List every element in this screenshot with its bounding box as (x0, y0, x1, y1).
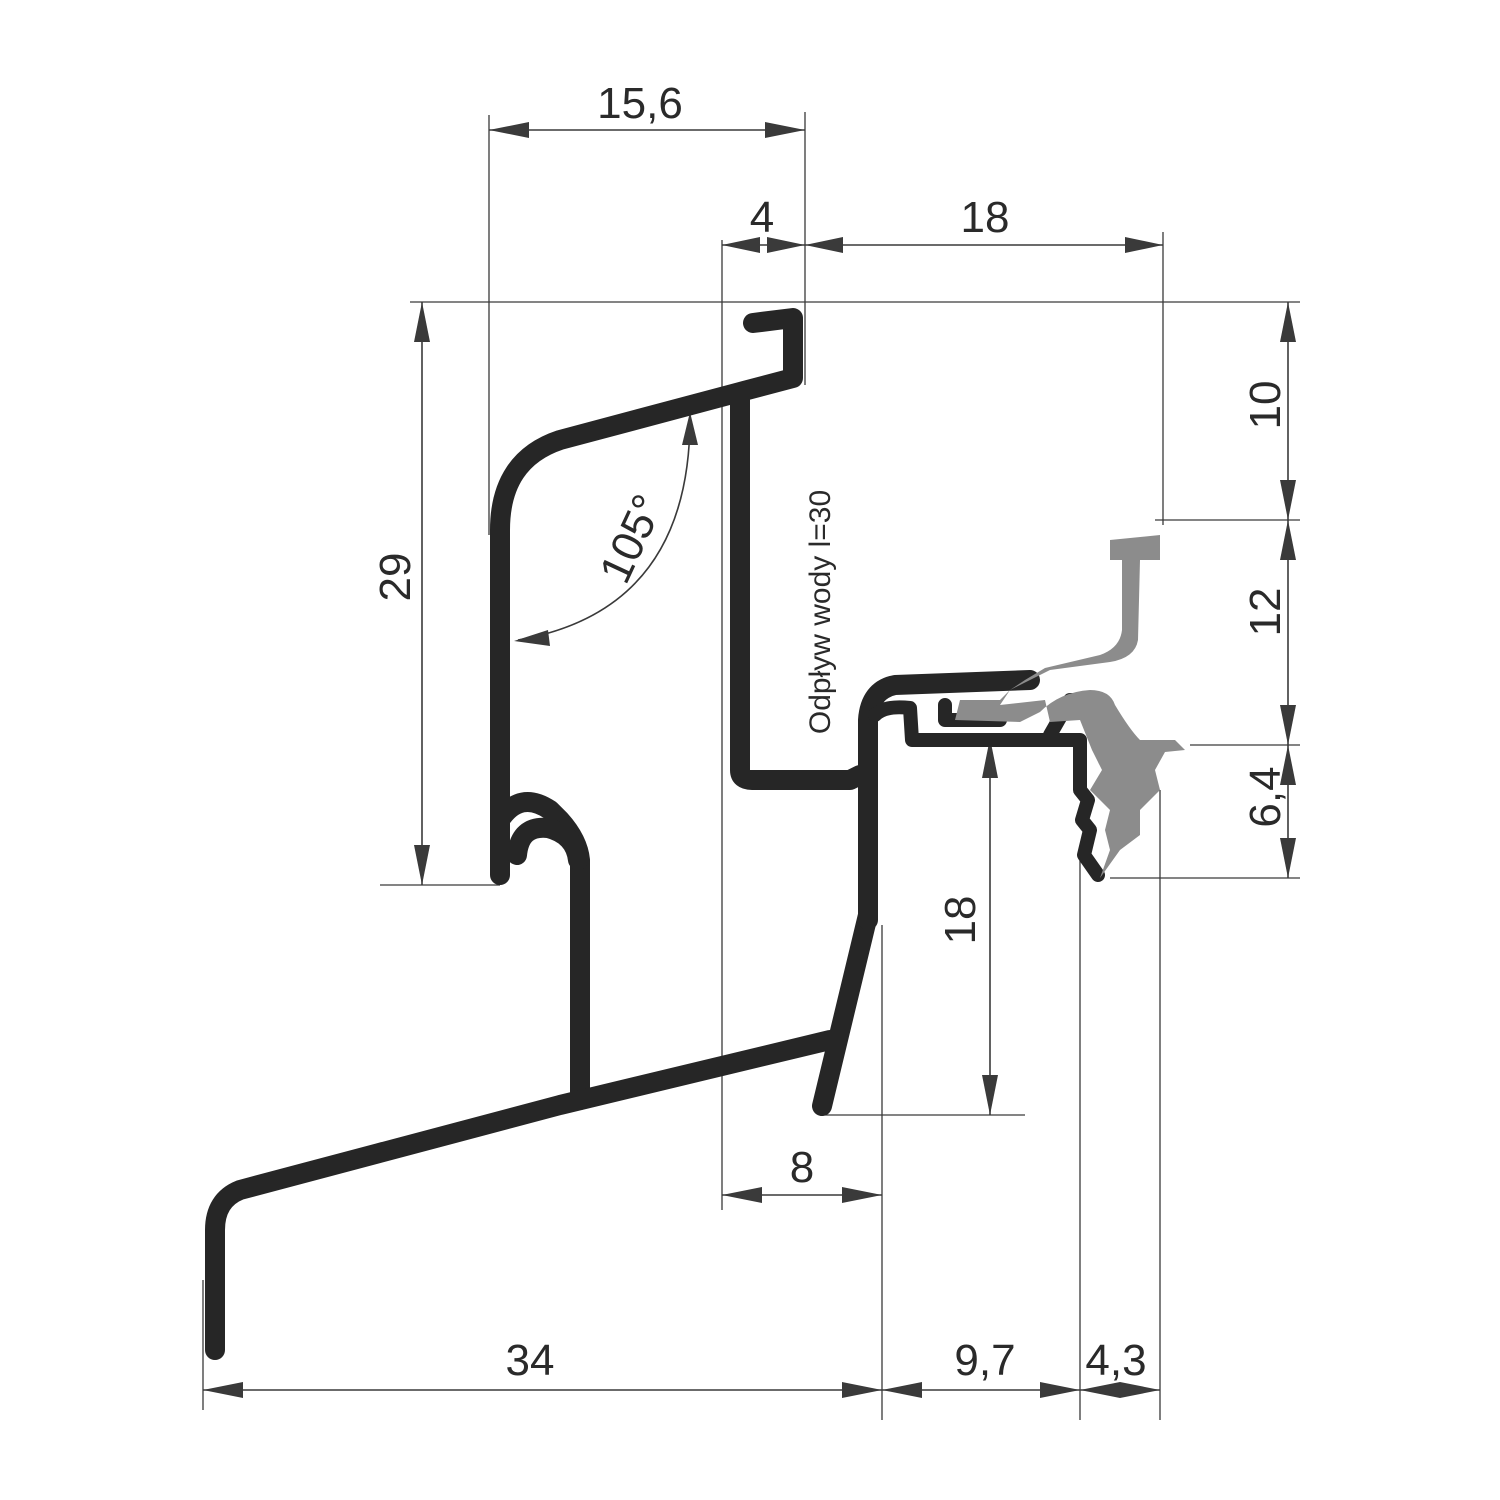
aluminium-profile (205, 308, 1117, 1360)
arrow-head (203, 1382, 243, 1398)
arrow-head (842, 1187, 882, 1203)
dimension-labels: 15,6 4 18 10 12 6,4 29 18 8 34 9,7 4,3 1… (371, 79, 1290, 1385)
profile-inner-wall (730, 385, 870, 790)
arrow-head (722, 237, 760, 253)
arrow-head (767, 237, 805, 253)
label-bottom-left: 34 (506, 1336, 555, 1385)
arrow-head (805, 237, 843, 253)
profile-drip (812, 905, 878, 1116)
arrow-head (722, 1187, 762, 1203)
arrow-head (982, 1075, 998, 1115)
arrow-head (982, 738, 998, 778)
profile-upright (858, 670, 1040, 930)
label-right-bottom: 6,4 (1241, 766, 1290, 827)
arrow-head (1280, 838, 1296, 878)
profile-channel (868, 700, 1105, 882)
arrow-head (1125, 237, 1163, 253)
label-top-offset: 18 (961, 193, 1010, 242)
arrow-head (1120, 1382, 1160, 1398)
arrow-head (514, 630, 550, 646)
profile-groove (507, 817, 588, 870)
water-drain-note: Odpływ wody l=30 (804, 490, 837, 734)
label-angle: 105° (590, 487, 673, 590)
label-right-mid: 12 (1241, 588, 1290, 637)
label-right-top: 10 (1241, 381, 1290, 430)
arrow-head (489, 122, 529, 138)
label-top-width: 15,6 (597, 79, 683, 128)
arrow-head (1040, 1382, 1080, 1398)
arrow-head (1080, 1382, 1120, 1398)
label-bottom-right: 4,3 (1085, 1336, 1146, 1385)
label-bottom-mid: 9,7 (954, 1336, 1015, 1385)
profile-sill (205, 1030, 840, 1360)
arrow-head (1280, 745, 1296, 785)
arrow-head (682, 412, 698, 445)
arrow-head (1280, 302, 1296, 342)
label-lip: 4 (750, 193, 774, 242)
seal-gasket (955, 535, 1185, 878)
label-bottom-small: 8 (790, 1143, 814, 1192)
arrow-head (842, 1382, 882, 1398)
dimension-lines (203, 122, 1296, 1398)
label-inner-height: 18 (936, 896, 985, 945)
arrow-head (414, 845, 430, 885)
angle-arc (517, 417, 691, 641)
arrow-head (1280, 705, 1296, 745)
arrow-head (414, 302, 430, 342)
arrow-head (1280, 480, 1296, 520)
label-left-height: 29 (371, 553, 420, 602)
arrow-head (765, 122, 805, 138)
arrow-head (882, 1382, 922, 1398)
arrow-head (1280, 520, 1296, 560)
